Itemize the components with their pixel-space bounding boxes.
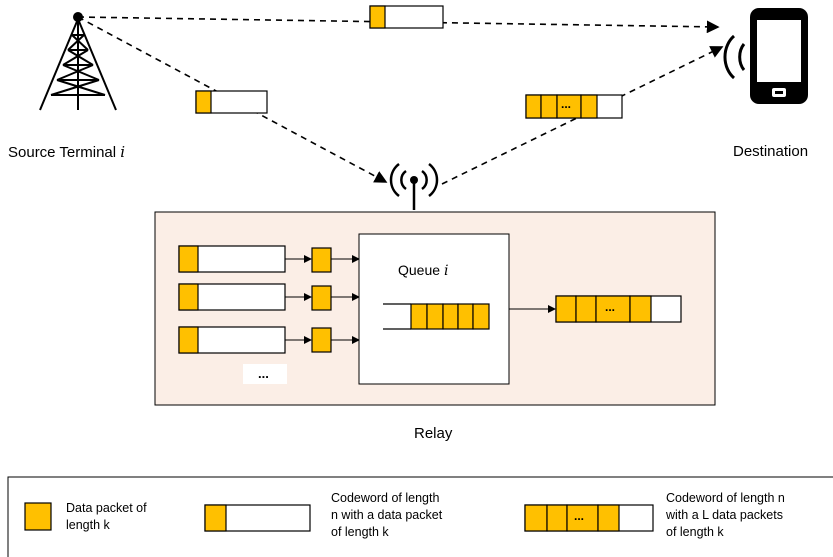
ellipsis-top-multi: ... [561, 97, 572, 111]
codeword-packet-left [195, 90, 268, 114]
legend-multi-codeword-text: Codeword of length n with a L data packe… [666, 491, 785, 539]
source-index: i [120, 143, 126, 161]
signal-waves-icon [723, 34, 746, 80]
queue-label: Queue i [398, 262, 448, 279]
legend-box [7, 476, 833, 557]
queue-text: Queue [398, 262, 441, 278]
source-terminal-label: Source Terminal i [8, 143, 125, 161]
extract-arrows [285, 255, 360, 344]
queue-index: i [443, 263, 449, 279]
legend-multi-codeword-swatch [524, 504, 654, 532]
legend-codeword-text: Codeword of length n with a data packet … [331, 491, 443, 539]
legend-codeword-swatch [204, 504, 311, 532]
phone-icon [750, 8, 808, 104]
legend-data-packet-swatch [24, 502, 52, 531]
source-terminal-text: Source Terminal [8, 144, 117, 161]
relay-antenna-icon [389, 163, 439, 210]
destination-label: Destination [733, 143, 809, 160]
ellipsis-inputs: ... [258, 366, 269, 381]
codeword-multi-packet-right [525, 94, 623, 119]
ellipsis-output: ... [605, 300, 616, 314]
ellipsis-legend: ... [574, 509, 585, 523]
output-codeword [555, 295, 682, 323]
relay-label: Relay [414, 425, 453, 442]
tower-icon [39, 12, 117, 111]
input-codewords [178, 245, 287, 384]
legend-data-packet-text: Data packet of length k [66, 501, 147, 532]
link-source-relay [77, 16, 388, 183]
queue-buffer [383, 303, 490, 330]
extracted-data-packets [311, 247, 332, 353]
dashed-links [77, 16, 724, 185]
codeword-packet-top [369, 5, 444, 29]
